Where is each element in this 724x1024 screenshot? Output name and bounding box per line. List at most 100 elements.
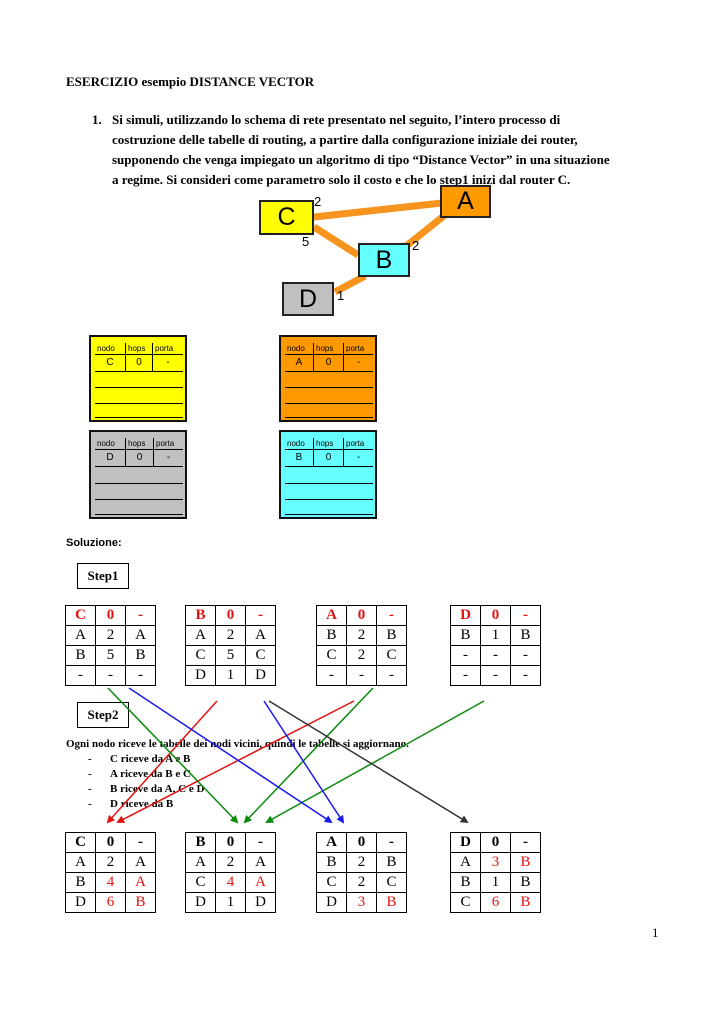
question-number: 1. bbox=[92, 112, 102, 127]
bullet-text: B riceve da A, C e D bbox=[110, 783, 205, 795]
arrow-b-to-d bbox=[268, 700, 469, 824]
cell-port: - bbox=[356, 357, 361, 368]
cell-hops: 0 bbox=[126, 355, 153, 371]
col-header-hops: hops bbox=[126, 343, 153, 354]
link-c-b bbox=[312, 224, 360, 258]
table-row: B 1 B bbox=[450, 625, 541, 646]
step1-table-a: A 0 - B 2 B C 2 C - - - bbox=[316, 605, 407, 686]
cost-c-b: 5 bbox=[302, 234, 310, 249]
cell-hops: 0 bbox=[126, 450, 154, 466]
question-text: Si simuli, utilizzando lo schema di rete… bbox=[112, 110, 672, 190]
arrow-b-to-c bbox=[106, 700, 218, 824]
table-row: B 2 B bbox=[316, 852, 407, 873]
link-b-d bbox=[333, 272, 367, 296]
question-line: supponendo che venga impiegato un algori… bbox=[112, 152, 610, 167]
table-row: - - - bbox=[450, 645, 541, 666]
step1-table-c: C 0 - A 2 A B 5 B - - - bbox=[65, 605, 156, 686]
col-header-hops: hops bbox=[314, 438, 344, 449]
table-row: A 2 A bbox=[65, 852, 156, 873]
table-row: A 2 A bbox=[185, 625, 276, 646]
table-cell: B bbox=[510, 892, 541, 913]
table-cell: - bbox=[480, 665, 511, 686]
table-cell: - bbox=[510, 832, 541, 853]
arrow-b-to-a bbox=[263, 700, 345, 824]
link-a-b bbox=[402, 212, 448, 250]
col-header-nodo: nodo bbox=[95, 343, 126, 354]
table-cell: - bbox=[510, 605, 541, 626]
solution-label: Soluzione: bbox=[66, 537, 122, 549]
question-line: Si simuli, utilizzando lo schema di rete… bbox=[112, 112, 561, 127]
node-c: C bbox=[259, 200, 314, 235]
table-cell: C bbox=[376, 872, 407, 893]
link-c-a bbox=[313, 199, 443, 221]
col-header-nodo: nodo bbox=[95, 438, 126, 449]
cell-hops: 0 bbox=[314, 450, 344, 466]
table-row: - - - bbox=[316, 665, 407, 686]
node-a: A bbox=[440, 185, 491, 218]
table-cell: C bbox=[450, 892, 481, 913]
page-number: 1 bbox=[652, 925, 659, 940]
table-cell: B bbox=[376, 892, 407, 913]
cell-port: - bbox=[356, 452, 361, 463]
table-row: D 1 D bbox=[185, 892, 276, 913]
table-cell: B bbox=[376, 852, 407, 873]
step2-label: Step2 bbox=[77, 702, 129, 728]
table-cell: B bbox=[510, 625, 541, 646]
col-header-hops: hops bbox=[314, 343, 344, 354]
table-cell: C bbox=[245, 645, 276, 666]
table-cell: - bbox=[376, 665, 407, 686]
cell-port: - bbox=[166, 357, 170, 368]
col-header-hops: hops bbox=[126, 438, 154, 449]
initial-table-b: nodo hops porta B 0 - bbox=[279, 430, 377, 519]
arrow-c-to-b bbox=[107, 687, 239, 824]
table-row: D 6 B bbox=[65, 892, 156, 913]
initial-table-c: nodo hops porta C 0 - bbox=[89, 335, 187, 422]
initial-table-a: nodo hops porta A 0 - bbox=[279, 335, 377, 422]
bullet-item: - B riceve da A, C e D bbox=[88, 783, 204, 795]
table-cell: D bbox=[245, 665, 276, 686]
table-cell: B bbox=[510, 852, 541, 873]
step1-table-d: D 0 - B 1 B - - - - - - bbox=[450, 605, 541, 686]
col-header-porta: porta bbox=[346, 344, 365, 353]
step1-label: Step1 bbox=[77, 563, 129, 589]
arrow-d-to-b bbox=[265, 700, 485, 823]
bullet-dash: - bbox=[88, 783, 92, 795]
question-line: a regime. Si consideri come parametro so… bbox=[112, 172, 571, 187]
arrow-c-to-a bbox=[128, 687, 333, 824]
bullet-dash: - bbox=[88, 768, 92, 780]
arrow-a-to-b bbox=[243, 687, 374, 824]
bullet-item: -C riceve da A e B bbox=[88, 753, 190, 765]
table-row: A 2 A bbox=[65, 625, 156, 646]
table-cell: - bbox=[510, 665, 541, 686]
col-header-porta: porta bbox=[156, 439, 175, 448]
step2-table-c: C 0 - A 2 A B 4 A D 6 B bbox=[65, 832, 156, 913]
table-row: C 4 A bbox=[185, 872, 276, 893]
cell-node: A bbox=[285, 355, 314, 371]
table-row: C 2 C bbox=[316, 872, 407, 893]
col-header-porta: porta bbox=[346, 439, 365, 448]
table-row: - - - bbox=[65, 665, 156, 686]
cost-b-d: 1 bbox=[337, 288, 345, 303]
table-cell: 6 bbox=[480, 892, 511, 913]
step2-table-b: B 0 - A 2 A C 4 A D 1 D bbox=[185, 832, 276, 913]
table-row: A 2 A bbox=[185, 852, 276, 873]
step2-table-d: D 0 - A 3 B B 1 B C 6 B bbox=[450, 832, 541, 913]
col-header-nodo: nodo bbox=[285, 343, 314, 354]
initial-table-d: nodo hops porta D 0 - bbox=[89, 430, 187, 519]
table-cell: D bbox=[245, 892, 276, 913]
cost-c-a: 2 bbox=[314, 194, 322, 209]
col-header-porta: porta bbox=[155, 344, 174, 353]
table-cell: B bbox=[125, 892, 156, 913]
table-cell: - bbox=[346, 665, 377, 686]
exercise-title: ESERCIZIO esempio DISTANCE VECTOR bbox=[66, 74, 315, 89]
table-row: - - - bbox=[450, 665, 541, 686]
table-cell: A bbox=[245, 852, 276, 873]
table-cell: - bbox=[450, 665, 481, 686]
cell-node: B bbox=[285, 450, 314, 466]
table-row: D 1 D bbox=[185, 665, 276, 686]
table-cell: - bbox=[125, 665, 156, 686]
table-cell: - bbox=[376, 605, 407, 626]
cell-port: - bbox=[166, 452, 171, 463]
